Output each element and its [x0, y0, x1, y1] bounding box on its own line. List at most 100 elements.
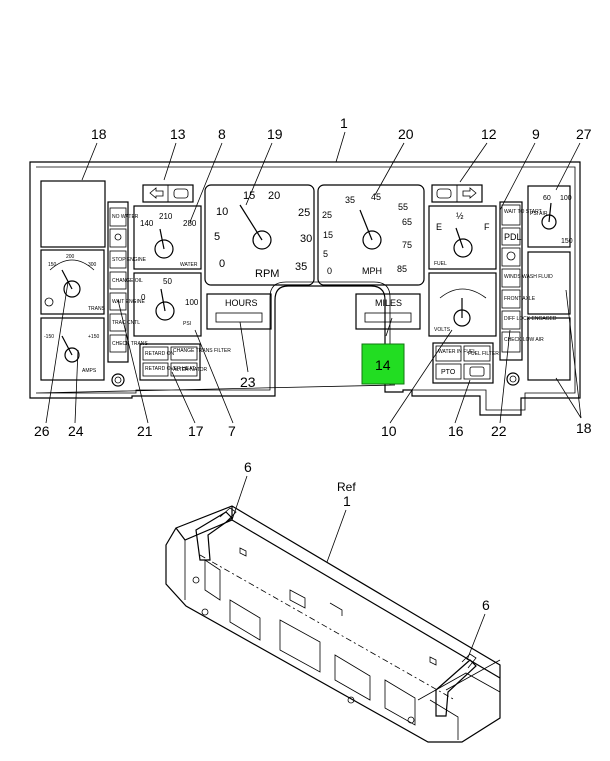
callout-6-left: 6 — [244, 459, 252, 475]
callout-17: 17 — [188, 423, 204, 439]
air-pressure-gauge: 60 100 150 PSI AIR — [527, 185, 573, 248]
svg-text:210: 210 — [159, 212, 173, 221]
callout-6-right: 6 — [482, 597, 490, 613]
svg-text:65: 65 — [402, 217, 412, 227]
blank-module-right-1 — [527, 251, 571, 315]
svg-text:35: 35 — [345, 195, 355, 205]
callout-18-bottom: 18 — [576, 420, 592, 436]
svg-text:140: 140 — [140, 219, 154, 228]
svg-text:AMPS: AMPS — [82, 368, 97, 374]
callout-19: 19 — [267, 126, 283, 142]
svg-text:300: 300 — [88, 262, 97, 268]
water-temp-gauge: 140 210 280 WATER — [133, 205, 202, 270]
svg-text:F: F — [484, 222, 490, 232]
svg-text:FUEL: FUEL — [434, 261, 447, 267]
svg-text:100: 100 — [185, 298, 199, 307]
svg-text:RETARD ON: RETARD ON — [145, 351, 174, 357]
callout-8: 8 — [218, 126, 226, 142]
svg-text:-150: -150 — [44, 334, 54, 340]
svg-text:VOLTS: VOLTS — [434, 327, 451, 333]
volts-gauge: VOLTS — [428, 272, 497, 337]
svg-text:25: 25 — [322, 210, 332, 220]
svg-text:15: 15 — [243, 190, 255, 202]
callout-26: 26 — [34, 423, 50, 439]
svg-text:45: 45 — [371, 192, 381, 202]
svg-text:NO WATER: NO WATER — [112, 214, 139, 220]
leader-lines-top — [81, 131, 581, 223]
svg-text:CHECK LOW AIR: CHECK LOW AIR — [504, 337, 544, 343]
dimmer-knob-right — [506, 372, 520, 386]
svg-text:STOP ENGINE: STOP ENGINE — [112, 257, 147, 263]
svg-text:10: 10 — [216, 206, 228, 218]
svg-text:5: 5 — [214, 231, 220, 243]
svg-text:280: 280 — [183, 219, 197, 228]
callout-24: 24 — [68, 423, 84, 439]
amps-gauge: -150 +150 AMPS — [40, 317, 105, 381]
oil-pressure-gauge: 0 50 100 PSI — [133, 272, 202, 337]
callout-27: 27 — [576, 126, 592, 142]
svg-text:MPH: MPH — [362, 266, 382, 276]
trans-warning-lights: RETARD ON CHANGE TRANS FILTER RETARD OVE… — [139, 343, 231, 381]
fuel-gauge: E ½ F FUEL — [428, 205, 497, 270]
callout-20: 20 — [398, 126, 414, 142]
callout-1: 1 — [340, 115, 348, 131]
svg-text:FUEL FILTER: FUEL FILTER — [468, 351, 499, 357]
svg-text:150: 150 — [48, 262, 57, 268]
callout-10: 10 — [381, 423, 397, 439]
svg-text:20: 20 — [268, 190, 280, 202]
turn-signal-right — [431, 184, 483, 203]
callout-16: 16 — [448, 423, 464, 439]
callout-18-top: 18 — [91, 126, 107, 142]
svg-text:DIFF LOCK ENGAGED: DIFF LOCK ENGAGED — [504, 316, 557, 322]
svg-text:HOURS: HOURS — [225, 298, 258, 308]
svg-text:ALTER NATOR: ALTER NATOR — [173, 367, 208, 373]
svg-text:5: 5 — [323, 249, 328, 259]
svg-text:0: 0 — [141, 293, 146, 302]
svg-text:RPM: RPM — [255, 268, 279, 280]
svg-text:30: 30 — [300, 233, 312, 245]
svg-text:+150: +150 — [88, 334, 99, 340]
callout-7: 7 — [228, 423, 236, 439]
svg-text:50: 50 — [163, 277, 172, 286]
svg-text:100: 100 — [560, 195, 572, 202]
svg-text:35: 35 — [295, 261, 307, 273]
callout-9: 9 — [532, 126, 540, 142]
svg-text:0: 0 — [219, 258, 225, 270]
pto-fuel-lights: WATER IN FUEL FUEL FILTER PTO — [432, 342, 499, 384]
svg-text:CHANGE TRANS FILTER: CHANGE TRANS FILTER — [173, 348, 231, 354]
svg-text:MILES: MILES — [375, 298, 402, 308]
svg-text:CHECK TRANS: CHECK TRANS — [112, 341, 148, 347]
svg-text:WAIT ENGINE: WAIT ENGINE — [112, 299, 145, 305]
callout-14: 14 — [375, 357, 391, 373]
callout-12: 12 — [481, 126, 497, 142]
isometric-panel-rear-view — [165, 475, 501, 743]
svg-text:WAIT TO START: WAIT TO START — [504, 209, 542, 215]
svg-text:WATER IN FUEL: WATER IN FUEL — [438, 349, 476, 355]
svg-text:60: 60 — [543, 195, 551, 202]
svg-text:PSI AIR: PSI AIR — [530, 211, 548, 217]
warning-lights-left: NO WATER STOP ENGINE CHANGE OIL WAIT ENG… — [107, 201, 148, 363]
svg-text:TRAC CNTL: TRAC CNTL — [112, 320, 140, 326]
callout-13: 13 — [170, 126, 186, 142]
svg-text:CHANGE OIL: CHANGE OIL — [112, 278, 143, 284]
svg-text:15: 15 — [323, 230, 333, 240]
svg-text:PDL: PDL — [504, 232, 522, 242]
svg-text:150: 150 — [561, 238, 573, 245]
leader-lines-bottom — [45, 281, 582, 424]
tachometer: 0 5 10 15 20 25 30 35 RPM — [204, 184, 315, 286]
svg-text:TRANS: TRANS — [88, 306, 106, 312]
turn-signal-left — [142, 184, 194, 203]
callout-ref-1: 1 — [343, 493, 351, 509]
svg-text:WATER: WATER — [180, 262, 198, 268]
panel-outline — [29, 161, 581, 416]
callout-23: 23 — [240, 374, 256, 390]
svg-text:RETARD OVER HEAT: RETARD OVER HEAT — [145, 366, 195, 372]
dimmer-knob-left — [111, 373, 125, 387]
speedometer: 0 5 15 25 35 45 55 65 75 85 MPH — [317, 184, 425, 286]
hours-display: HOURS — [206, 293, 272, 330]
callout-21: 21 — [137, 423, 153, 439]
svg-text:85: 85 — [397, 264, 407, 274]
svg-text:E: E — [436, 222, 442, 232]
